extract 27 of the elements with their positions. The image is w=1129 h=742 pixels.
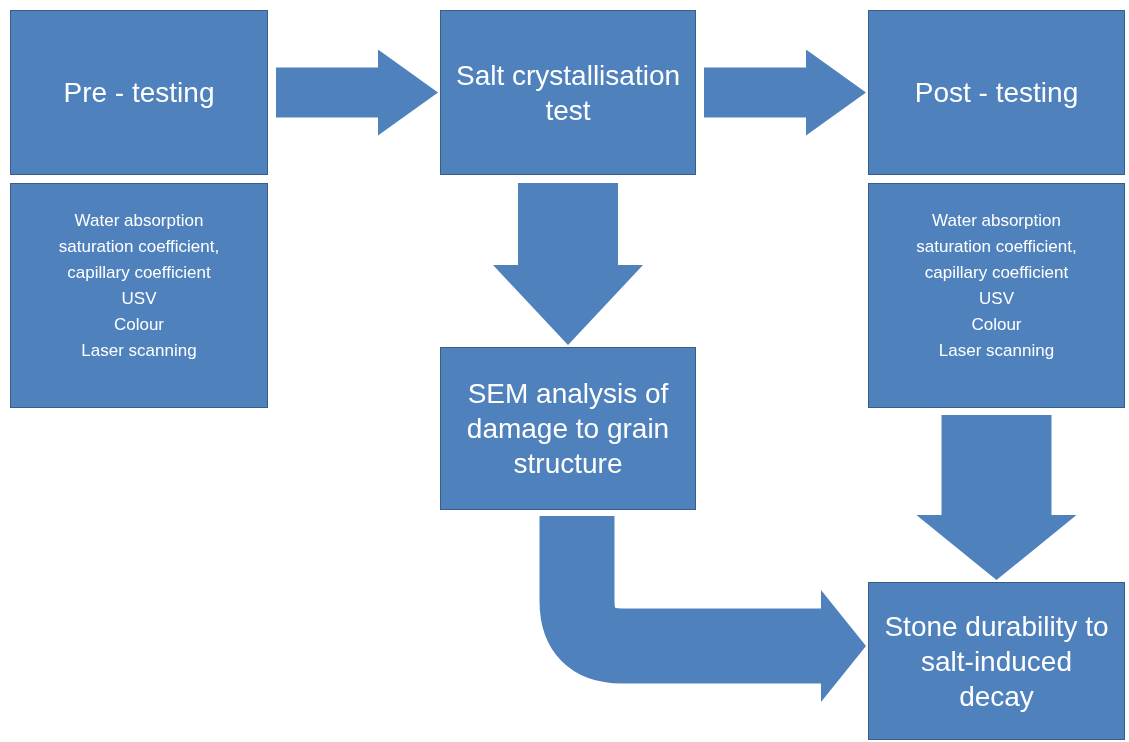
measurement-text: Colour	[113, 314, 165, 336]
measurement-text: saturation coefficient, capillary coefficient	[915, 236, 1078, 284]
measurement-text: Water absorption	[932, 210, 1061, 232]
block-arrow	[276, 49, 438, 136]
measurement-text: USV	[979, 288, 1014, 310]
measurement-text: saturation coefficient, capillary coefficient	[57, 236, 221, 284]
process-box	[10, 10, 268, 175]
measurement-text: USV	[121, 288, 157, 310]
measurement-text: Colour	[971, 314, 1022, 336]
step-label: Salt crystallisation test	[454, 58, 682, 128]
step-label: SEM analysis of damage to grain structure	[465, 377, 671, 481]
measurement-text: Water absorption	[74, 210, 204, 232]
measurement-text: Laser scanning	[81, 340, 197, 362]
block-arrow	[916, 415, 1077, 580]
step-label: Stone durability to salt-induced decay	[883, 609, 1110, 714]
process-box	[868, 582, 1125, 740]
step-label: Post - testing	[914, 76, 1079, 110]
process-box	[440, 10, 696, 175]
block-arrow	[539, 516, 866, 702]
block-arrow	[704, 49, 866, 136]
measurement-text: Laser scanning	[938, 340, 1055, 362]
process-box	[868, 10, 1125, 175]
process-box	[440, 347, 696, 510]
details-box	[10, 183, 268, 408]
step-label: Pre - testing	[63, 76, 215, 110]
details-box	[868, 183, 1125, 408]
block-arrow	[493, 183, 643, 345]
